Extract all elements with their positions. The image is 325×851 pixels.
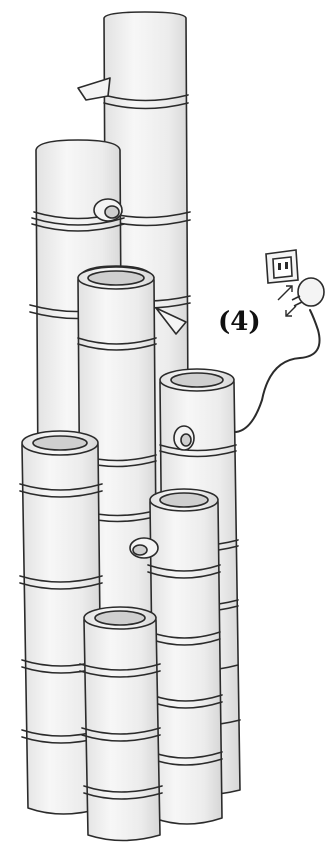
step-label: (4) [218,307,261,337]
spout-top [78,78,110,100]
arrow-icon [278,286,296,316]
spout-lower [130,538,158,558]
spout-right [174,426,194,450]
spout-upper [94,199,122,221]
plug-icon [292,278,324,306]
outlet-icon [266,250,298,283]
bamboo-tube-front-short [80,607,162,841]
